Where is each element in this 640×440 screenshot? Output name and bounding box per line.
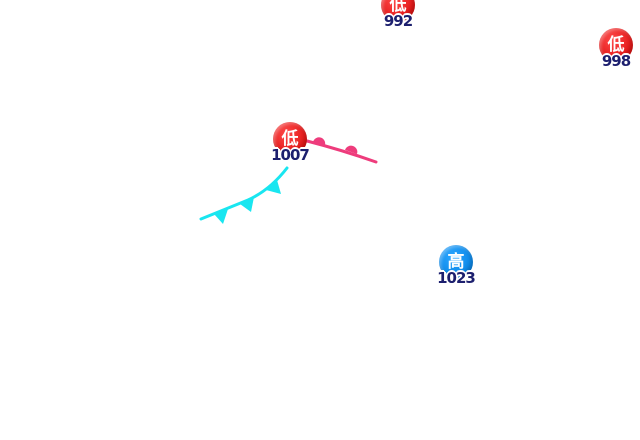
- cold-front-line: [199, 166, 289, 221]
- warm-front-semicircle: [313, 137, 326, 145]
- cold-front-triangle: [240, 197, 254, 212]
- pressure-label: 992: [383, 12, 413, 30]
- warm-front-semicircle: [345, 145, 358, 154]
- low-pressure-icon: 低: [381, 0, 415, 22]
- warm-front-line: [305, 139, 378, 164]
- pressure-label: 1007: [271, 146, 310, 164]
- pressure-center-low-998[interactable]: 低 998: [592, 28, 640, 80]
- pressure-label: 1023: [437, 269, 476, 287]
- cold-front: [199, 166, 289, 224]
- pressure-label: 998: [601, 52, 631, 70]
- cold-front-triangle: [214, 209, 228, 224]
- low-pressure-icon: 低: [599, 28, 633, 62]
- low-pressure-icon: 低: [273, 122, 307, 156]
- cold-front-triangle: [266, 180, 281, 194]
- pressure-center-low-1007[interactable]: 低 1007: [266, 122, 314, 174]
- warm-front: [305, 137, 378, 164]
- pressure-center-low-992[interactable]: 低 992: [374, 0, 422, 40]
- pressure-center-high-1023[interactable]: 高 1023: [432, 245, 480, 297]
- high-pressure-icon: 高: [439, 245, 473, 279]
